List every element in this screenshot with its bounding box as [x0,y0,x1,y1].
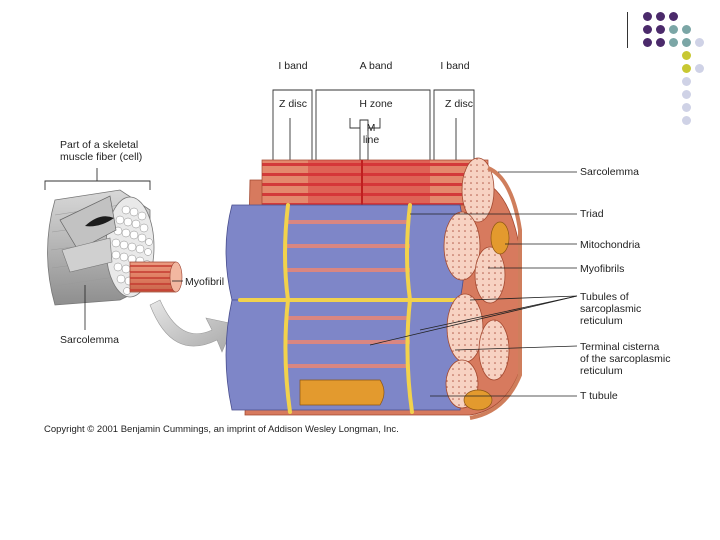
label-tubules-2: sarcoplasmic [580,303,642,315]
label-i-band-right: I band [440,60,470,72]
label-myofibril: Myofibril [185,276,225,288]
label-part-of-fiber-2: muscle fiber (cell) [60,151,143,163]
label-terminal-cisterna-3: reticulum [580,365,623,377]
dot-lavender [695,64,704,73]
label-terminal-cisterna-1: Terminal cisterna [580,341,660,353]
label-terminal-cisterna-2: of the sarcoplasmic [580,353,671,365]
dot-teal [682,38,691,47]
dot-purple [643,12,652,21]
dot-teal [682,25,691,34]
dot-purple [656,25,665,34]
label-myofibrils: Myofibrils [580,263,625,275]
dot-lavender [682,90,691,99]
corner-divider-line [627,12,628,48]
skeletal-fiber-segment [47,189,155,306]
dot-purple [656,12,665,21]
label-sarcolemma-left: Sarcolemma [60,334,119,346]
label-h-zone: H zone [359,98,393,110]
label-triad: Triad [580,208,604,220]
band-brackets [272,89,475,162]
label-m-line-2: line [362,134,380,146]
label-tubules-1: Tubules of [580,291,629,303]
dot-lavender [682,77,691,86]
dot-teal [669,25,678,34]
myofibril-small [129,261,183,293]
dot-yellow [682,64,691,73]
label-part-of-fiber-1: Part of a skeletal [60,139,139,151]
label-i-band-left: I band [278,60,308,72]
copyright-notice: Copyright © 2001 Benjamin Cummings, an i… [44,424,399,435]
dot-lavender [695,38,704,47]
dot-lavender [682,116,691,125]
fiber-bracket [44,168,151,190]
label-z-disc-left: Z disc [278,98,307,110]
label-mitochondria: Mitochondria [580,239,641,251]
dot-purple [656,38,665,47]
label-m-line-1: M [366,122,376,134]
myofibril-bundle [225,157,522,420]
label-a-band: A band [359,60,393,72]
dot-purple [643,38,652,47]
label-z-disc-right: Z disc [444,98,473,110]
label-sarcolemma-right: Sarcolemma [580,166,639,178]
dot-yellow [682,51,691,60]
pointer-lines-left [84,280,183,330]
dot-lavender [682,103,691,112]
pointer-lines-right [369,171,578,397]
dot-teal [669,38,678,47]
dot-purple [643,25,652,34]
dot-purple [669,12,678,21]
label-tubules-3: reticulum [580,315,623,327]
zoom-arrow [149,299,235,353]
label-t-tubule: T tubule [580,390,618,402]
